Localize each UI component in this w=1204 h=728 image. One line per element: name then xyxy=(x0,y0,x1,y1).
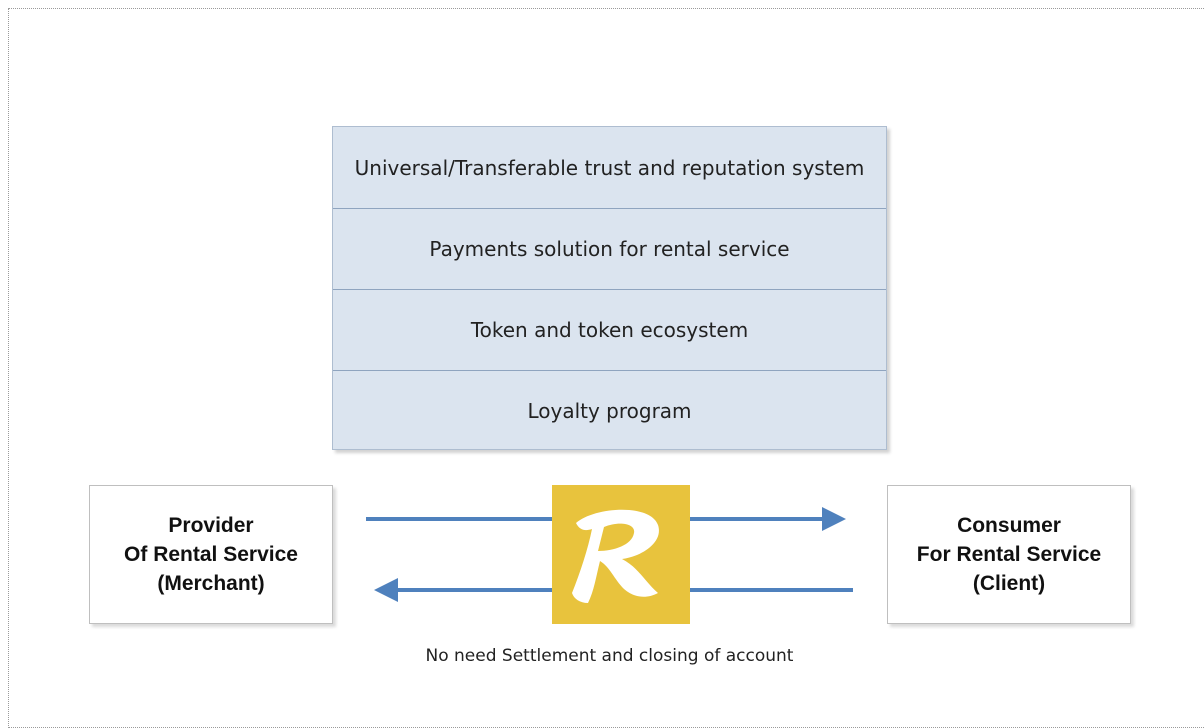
r-logo-icon xyxy=(552,485,690,624)
layer-payments: Payments solution for rental service xyxy=(333,208,886,289)
feature-stack: Universal/Transferable trust and reputat… xyxy=(332,126,887,450)
layer-loyalty-program: Loyalty program xyxy=(333,370,886,451)
settlement-caption: No need Settlement and closing of accoun… xyxy=(425,646,794,666)
consumer-box: Consumer For Rental Service (Client) xyxy=(887,485,1131,624)
layer-trust-reputation: Universal/Transferable trust and reputat… xyxy=(354,155,865,180)
layer-token-ecosystem: Token and token ecosystem xyxy=(333,289,886,370)
provider-box: Provider Of Rental Service (Merchant) xyxy=(89,485,333,624)
